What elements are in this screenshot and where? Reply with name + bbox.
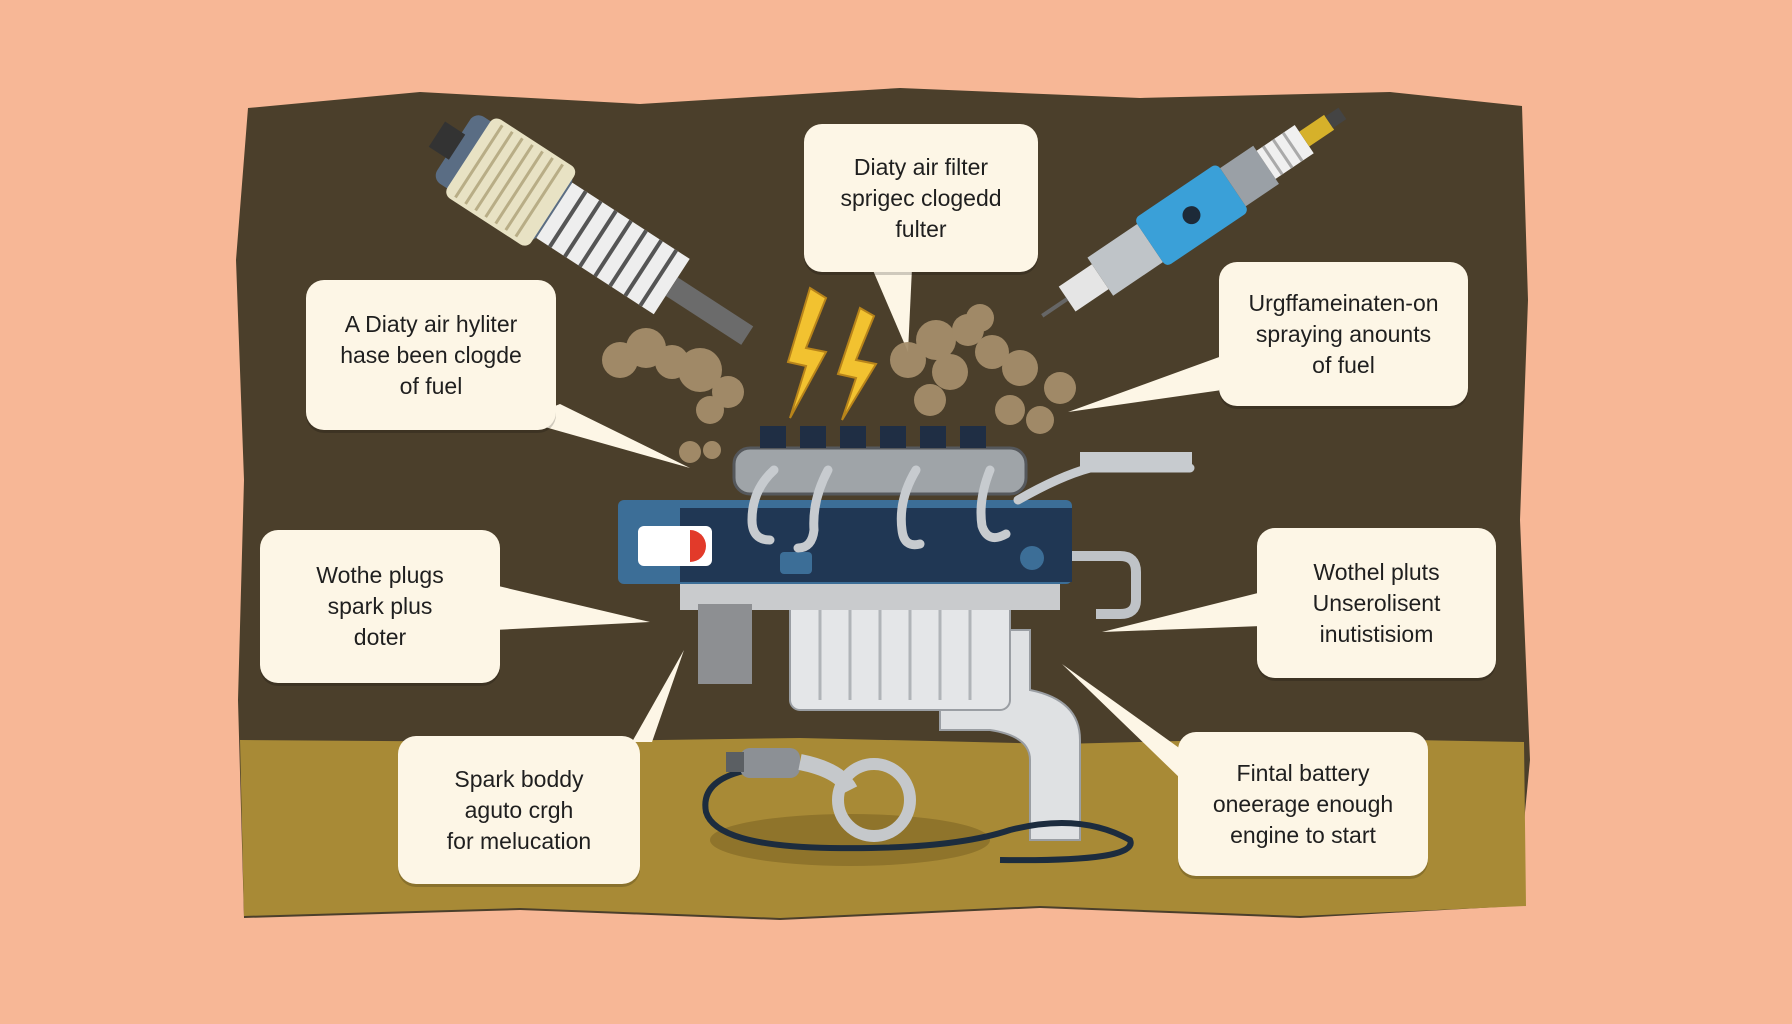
callout-line: Unserolisent	[1312, 589, 1441, 616]
callout-line: Wothel pluts	[1313, 558, 1440, 585]
smoke-cloud-icon	[602, 304, 1076, 463]
callout-line: aguto crgh	[464, 796, 574, 823]
callout-line: Spark boddy	[454, 765, 584, 792]
callout-line: of fuel	[399, 372, 463, 399]
engine-icon	[618, 426, 1195, 841]
callout-line: doter	[353, 624, 407, 650]
callout-line: spark plus	[327, 593, 433, 619]
tail-top-left	[520, 404, 690, 468]
cable-icon	[702, 748, 1134, 866]
callout-dirty-air-filter: A Diaty air hyliter hase been clogde of …	[306, 280, 556, 430]
tail-bottom-right	[1062, 664, 1182, 780]
callout-spark-plugs: Wothe plugs spark plus doter	[260, 530, 500, 683]
tail-top-center	[872, 268, 912, 352]
callout-line: oneerage enough	[1212, 790, 1394, 817]
callout-worn-plugs: Wothel pluts Unserolisent inutistisiom	[1257, 528, 1496, 678]
callout-line: Diaty air filter	[853, 153, 989, 180]
callout-spark-body: Spark boddy aguto crgh for melucation	[398, 736, 640, 884]
callout-line: sprigec clogedd	[840, 184, 1002, 211]
callout-line: inutistisiom	[1319, 620, 1434, 647]
spark-plug-icon	[1041, 107, 1347, 318]
callout-line: fulter	[895, 215, 947, 242]
tail-top-right	[1068, 356, 1222, 412]
tail-mid-left	[494, 585, 650, 630]
callout-line: of fuel	[1312, 351, 1375, 378]
callout-line: engine to start	[1230, 821, 1376, 848]
callout-fuel-spraying: Urgffameinaten-on spraying anounts of fu…	[1219, 262, 1468, 406]
callout-line: spraying anounts	[1255, 320, 1432, 347]
air-filter-icon	[428, 115, 754, 345]
tail-bottom-left	[632, 650, 684, 742]
callout-line: Wothe plugs	[316, 562, 444, 588]
callout-battery: Fintal battery oneerage enough engine to…	[1178, 732, 1428, 876]
callout-line: Urgffameinaten-on	[1248, 289, 1439, 316]
callout-line: for melucation	[446, 827, 592, 854]
callout-line: A Diaty air hyliter	[344, 310, 518, 337]
callout-line: Fintal battery	[1236, 759, 1370, 786]
callout-clogged-filter: Diaty air filter sprigec clogedd fulter	[804, 124, 1038, 272]
callout-line: hase been clogde	[340, 341, 522, 368]
lightning-bolt-icon	[786, 286, 878, 421]
callout-tails	[494, 268, 1262, 780]
tail-mid-right	[1102, 592, 1262, 632]
